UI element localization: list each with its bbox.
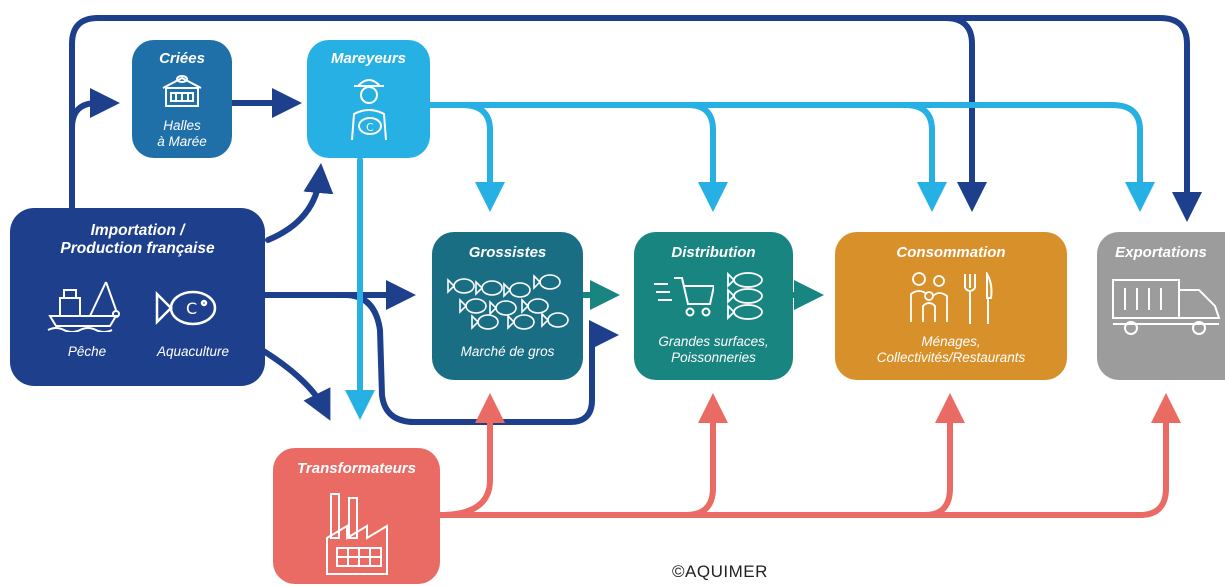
fish-stack-icon <box>727 272 763 321</box>
navy-arrows <box>69 15 1202 425</box>
svg-text:C: C <box>186 299 197 318</box>
svg-text:C: C <box>366 121 374 134</box>
node-import-title-line1: Importation / <box>90 222 185 239</box>
node-import: Importation / Production française C Pêc… <box>10 208 265 386</box>
node-consommation-title: Consommation <box>896 244 1006 261</box>
arrow-import-to-transformateurs <box>259 347 331 421</box>
fork-knife-icon <box>964 272 993 324</box>
coral-arrows <box>437 393 1181 518</box>
node-import-title-line2: Production française <box>60 240 215 257</box>
node-criees-sub2: à Marée <box>157 134 207 149</box>
node-import-left-label: Pêche <box>67 344 107 359</box>
arrow-mareyeurs-to-distribution <box>427 102 728 212</box>
fishmonger-icon: C <box>351 79 387 141</box>
arrow-transformateurs-to-consommation <box>683 393 965 518</box>
node-criees-sub1: Halles <box>163 118 201 133</box>
node-grossistes: Grossistes Marché de gros <box>432 232 583 380</box>
fish-icon: C <box>155 290 217 326</box>
node-grossistes-title: Grossistes <box>468 244 547 261</box>
node-distribution-sub1: Grandes surfaces, <box>658 334 769 349</box>
arrow-import-to-distribution <box>342 292 619 425</box>
node-mareyeurs-title: Mareyeurs <box>330 50 407 67</box>
cyan-arrows <box>345 102 1155 420</box>
node-import-right-label: Aquaculture <box>156 344 230 359</box>
factory-icon <box>326 493 388 575</box>
fish-school-icon <box>447 274 569 330</box>
fishing-boat-icon <box>47 281 120 332</box>
arrow-mareyeurs-to-consommation <box>685 102 947 212</box>
family-icon <box>910 272 948 322</box>
node-exportations: Exportations <box>1097 232 1225 380</box>
credit-text: ©AQUIMER <box>672 562 768 581</box>
arrow-mareyeurs-to-exportations <box>902 102 1155 212</box>
fish-hall-icon <box>162 75 202 107</box>
node-consommation-sub1: Ménages, <box>921 334 981 349</box>
node-grossistes-sub: Marché de gros <box>460 344 555 359</box>
node-criees-title: Criées <box>159 50 205 67</box>
node-distribution-title: Distribution <box>671 244 756 261</box>
arrow-import-to-criees <box>69 88 120 143</box>
truck-icon <box>1112 279 1221 335</box>
arrow-transformateurs-to-exportations <box>922 393 1181 518</box>
node-transformateurs-title: Transformateurs <box>297 460 416 477</box>
node-criees: Criées Halles à Marée <box>132 40 232 158</box>
shopping-cart-icon <box>654 277 714 317</box>
node-mareyeurs: Mareyeurs C <box>307 40 430 158</box>
node-consommation: Consommation Ménages, Collectivités/Rest… <box>835 232 1067 380</box>
arrow-mareyeurs-to-grossistes <box>427 102 505 212</box>
node-distribution-sub2: Poissonneries <box>671 350 756 365</box>
arrow-top-loop-to-exportations <box>942 15 1202 222</box>
arrow-import-to-top-loop <box>69 15 987 215</box>
arrow-import-to-mareyeurs <box>265 163 334 243</box>
node-transformateurs: Transformateurs <box>273 448 440 584</box>
node-distribution: Distribution Grandes surfaces, Poissonne… <box>634 232 793 380</box>
node-exportations-title: Exportations <box>1115 244 1207 261</box>
node-consommation-sub2: Collectivités/Restaurants <box>876 350 1026 365</box>
